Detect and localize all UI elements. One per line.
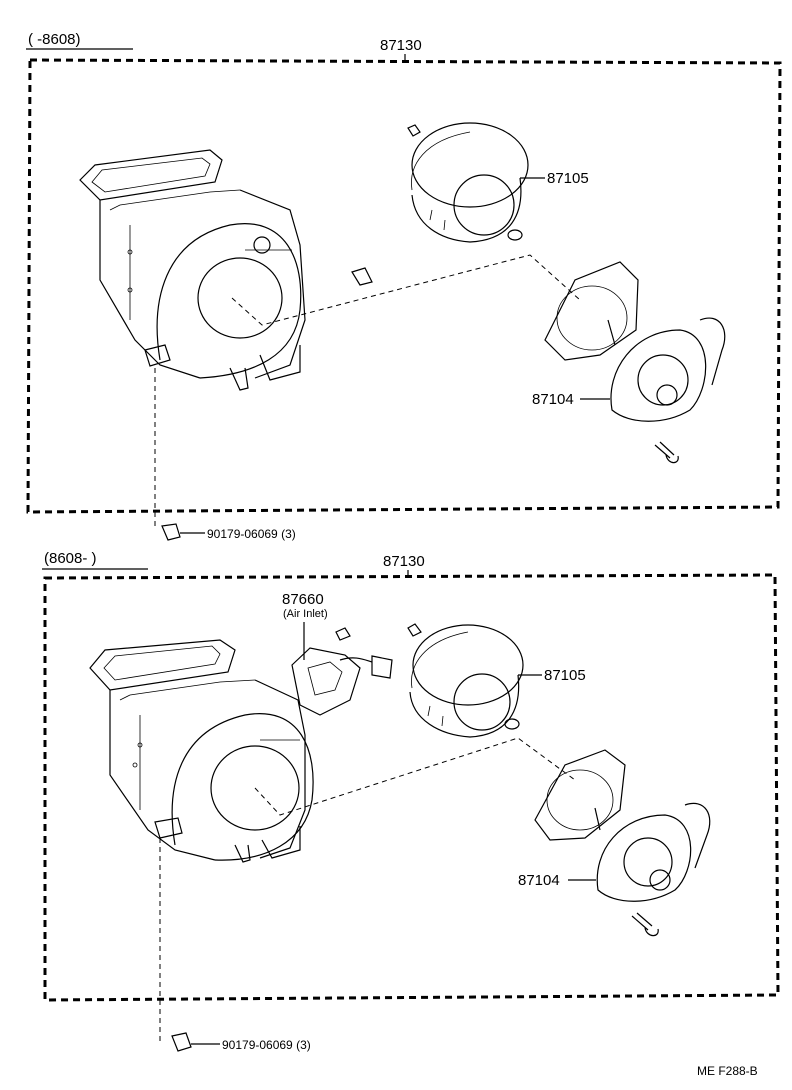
part-label-87660: 87660 — [282, 591, 324, 608]
washer-bottom — [504, 718, 520, 730]
part-label-87105-bottom: 87105 — [544, 667, 586, 684]
blower-motor-87104-bottom — [594, 802, 711, 902]
assembly-axis-bottom — [254, 737, 576, 816]
clip-top — [351, 267, 373, 286]
screw-bottom — [631, 912, 659, 937]
washer-top — [507, 229, 523, 241]
period-label-bottom: (8608- ) — [44, 550, 97, 567]
period-label-top: ( -8608) — [28, 31, 81, 48]
air-inlet-servo-87660 — [291, 622, 393, 716]
part-sublabel-air-inlet: (Air Inlet) — [283, 608, 328, 620]
blower-case-87105-bottom — [407, 623, 524, 738]
section-top: ( -8608) 87130 — [26, 31, 782, 541]
motor-gasket-top — [544, 261, 639, 361]
assembly-label-top: 87130 — [380, 37, 422, 54]
nut-icon-top — [161, 523, 181, 541]
fastener-label-bottom: 90179-06069 (3) — [222, 1038, 311, 1052]
fastener-label-top: 90179-06069 (3) — [207, 527, 296, 541]
blower-housing-top — [79, 149, 306, 391]
assembly-axis-top — [231, 254, 581, 326]
assembly-frame-bottom — [43, 573, 780, 1002]
part-label-87104-top: 87104 — [532, 391, 574, 408]
diagram-code: ME F288-B — [697, 1064, 758, 1078]
blower-housing-bottom — [89, 639, 314, 863]
nut-icon-bottom — [171, 1032, 192, 1052]
blower-case-87105-top — [407, 122, 529, 243]
assembly-frame-top — [26, 58, 782, 514]
blower-motor-87104-top — [607, 317, 726, 422]
part-label-87104-bottom: 87104 — [518, 872, 560, 889]
section-bottom: (8608- ) 87130 — [42, 550, 780, 1052]
screw-top — [654, 441, 679, 464]
motor-gasket-bottom — [534, 749, 626, 841]
part-label-87105-top: 87105 — [547, 170, 589, 187]
assembly-label-bottom: 87130 — [383, 553, 425, 570]
